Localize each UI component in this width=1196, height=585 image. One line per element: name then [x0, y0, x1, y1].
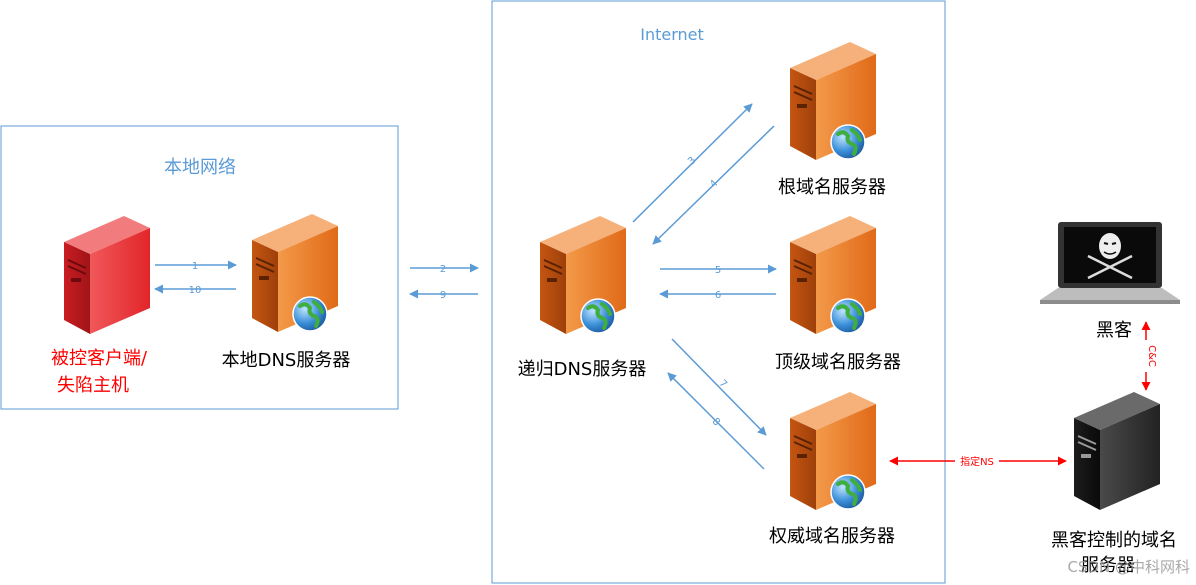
arrow-2-label: 2 — [440, 264, 446, 275]
hacker-dns-label-line2: 服务器 — [1081, 555, 1135, 576]
recursive-dns-label: 递归DNS服务器 — [518, 359, 647, 380]
cc-link-label: C&C — [1146, 345, 1157, 367]
watermark: CSDN @中科网科 — [1067, 558, 1190, 576]
internet-region — [491, 0, 946, 584]
arrow-5-label: 5 — [715, 265, 721, 276]
arrow-9-label: 9 — [440, 290, 446, 301]
hacker-dns-server-icon — [1074, 392, 1160, 510]
internet-title: Internet — [640, 25, 704, 44]
hacker-dns-label-line1: 黑客控制的域名 — [1051, 530, 1177, 551]
hacker-laptop-icon — [1040, 222, 1180, 304]
local-network-region — [0, 125, 399, 410]
arrow-7 — [671, 338, 767, 436]
local-dns-server-icon — [252, 214, 338, 332]
local-network-title: 本地网络 — [164, 157, 236, 178]
auth-dns-server-icon — [790, 392, 876, 510]
arrow-8-label: 8 — [710, 416, 722, 428]
hacker-label: 黑客 — [1096, 320, 1132, 341]
client-label-line1: 被控客户端/ — [51, 348, 148, 369]
tld-dns-label: 顶级域名服务器 — [775, 352, 901, 373]
arrow-4 — [652, 125, 775, 245]
arrow-8 — [667, 372, 765, 470]
arrow-7-label: 7 — [717, 378, 729, 390]
ns-link-label: 指定NS — [960, 455, 994, 468]
arrow-3 — [632, 103, 753, 223]
arrow-10-label: 10 — [189, 285, 202, 296]
root-dns-label: 根域名服务器 — [778, 177, 886, 198]
local-dns-label: 本地DNS服务器 — [222, 350, 351, 371]
recursive-dns-server-icon — [540, 216, 626, 334]
client-server-icon — [64, 216, 150, 334]
root-dns-server-icon — [790, 42, 876, 160]
arrow-1-label: 1 — [192, 261, 198, 272]
arrow-6-label: 6 — [715, 290, 721, 301]
arrow-3-label: 3 — [686, 155, 698, 167]
auth-dns-label: 权威域名服务器 — [769, 526, 895, 547]
client-label-line2: 失陷主机 — [57, 375, 129, 396]
tld-dns-server-icon — [790, 216, 876, 334]
